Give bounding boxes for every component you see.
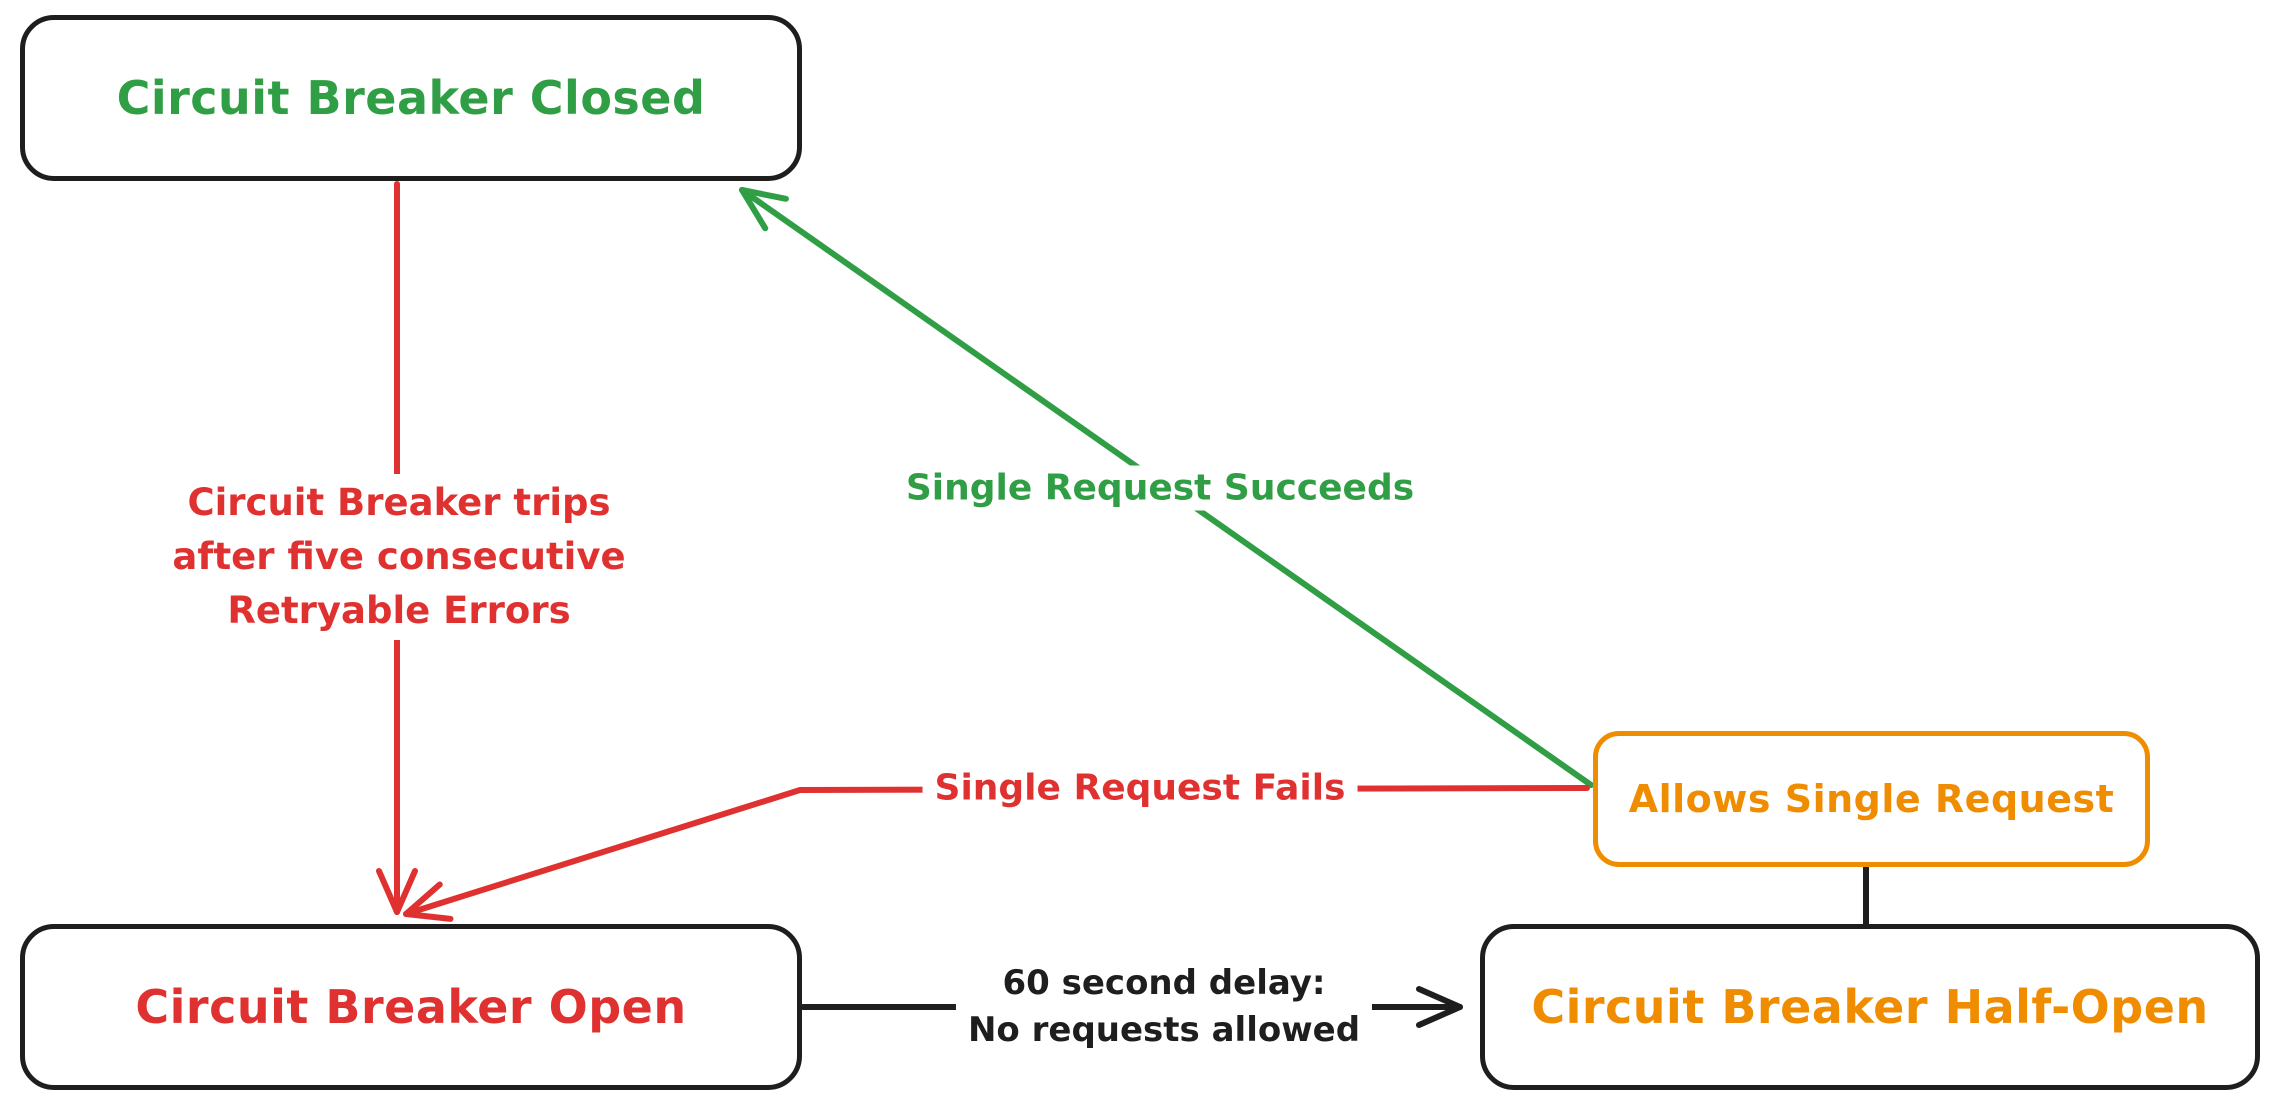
edge-label-delay-line-1: 60 second delay: xyxy=(1002,963,1326,1003)
state-allows-single-request: Allows Single Request xyxy=(1593,731,2150,867)
allows-single-request-label: Allows Single Request xyxy=(1628,777,2115,821)
edge-label-succeeds: Single Request Succeeds xyxy=(893,465,1427,511)
edge-label-delay: 60 second delay: No requests allowed xyxy=(955,958,1373,1056)
state-closed-label: Circuit Breaker Closed xyxy=(116,71,706,125)
state-circuit-breaker-half-open: Circuit Breaker Half-Open xyxy=(1480,924,2260,1090)
edge-label-delay-line-2: No requests allowed xyxy=(967,1010,1361,1050)
state-circuit-breaker-closed: Circuit Breaker Closed xyxy=(20,15,802,181)
edge-label-fails: Single Request Fails xyxy=(922,765,1358,811)
edge-label-trips: Circuit Breaker trips after five consecu… xyxy=(160,474,638,640)
state-half-open-label: Circuit Breaker Half-Open xyxy=(1531,980,2209,1034)
edge-label-trips-line-1: Circuit Breaker trips xyxy=(187,481,611,524)
state-circuit-breaker-open: Circuit Breaker Open xyxy=(20,924,802,1090)
edge-label-trips-line-3: Retryable Errors xyxy=(227,589,571,632)
state-open-label: Circuit Breaker Open xyxy=(135,980,687,1034)
edge-label-trips-line-2: after five consecutive xyxy=(172,535,626,578)
